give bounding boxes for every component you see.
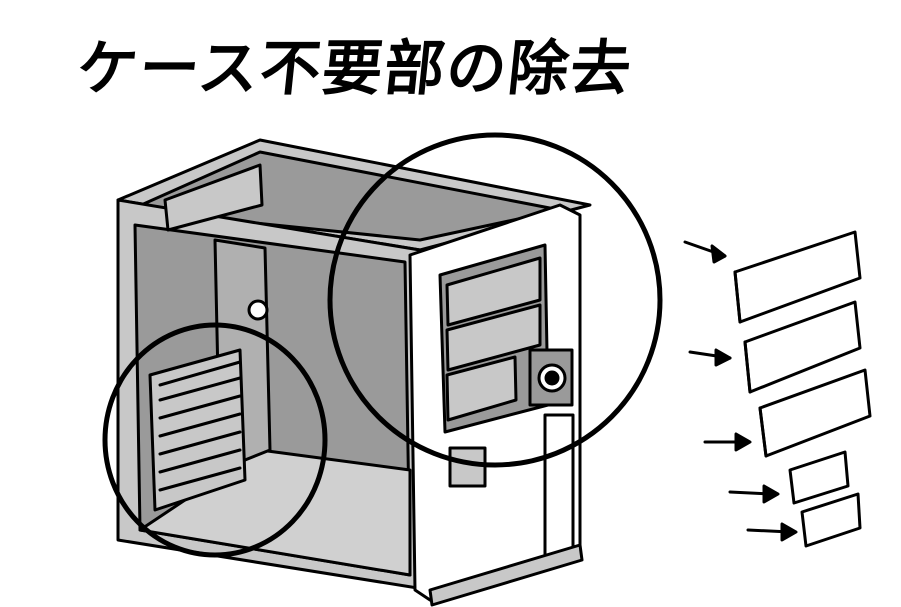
front-grill bbox=[543, 413, 575, 557]
front-port bbox=[448, 446, 487, 488]
page-title: ケース不要部の除去 bbox=[73, 34, 637, 104]
highlight-circle-front-bays bbox=[327, 132, 663, 468]
removed-cover-1 bbox=[733, 230, 862, 324]
screw-hole bbox=[247, 299, 269, 321]
bay-slot-1 bbox=[445, 256, 542, 327]
case-base bbox=[428, 543, 584, 607]
psu-shelf bbox=[163, 163, 264, 232]
removed-cover-2 bbox=[743, 300, 862, 394]
bay-slot-3 bbox=[445, 355, 518, 422]
bay-slot-2 bbox=[445, 303, 542, 372]
removed-cover-5 bbox=[800, 492, 862, 548]
removed-cover-4 bbox=[788, 450, 850, 505]
removed-cover-3 bbox=[758, 368, 872, 458]
drive-cage-slats bbox=[158, 360, 242, 492]
highlight-circle-drive-cage bbox=[102, 322, 328, 558]
arrow-icons bbox=[683, 240, 798, 542]
drive-cage bbox=[148, 348, 247, 512]
